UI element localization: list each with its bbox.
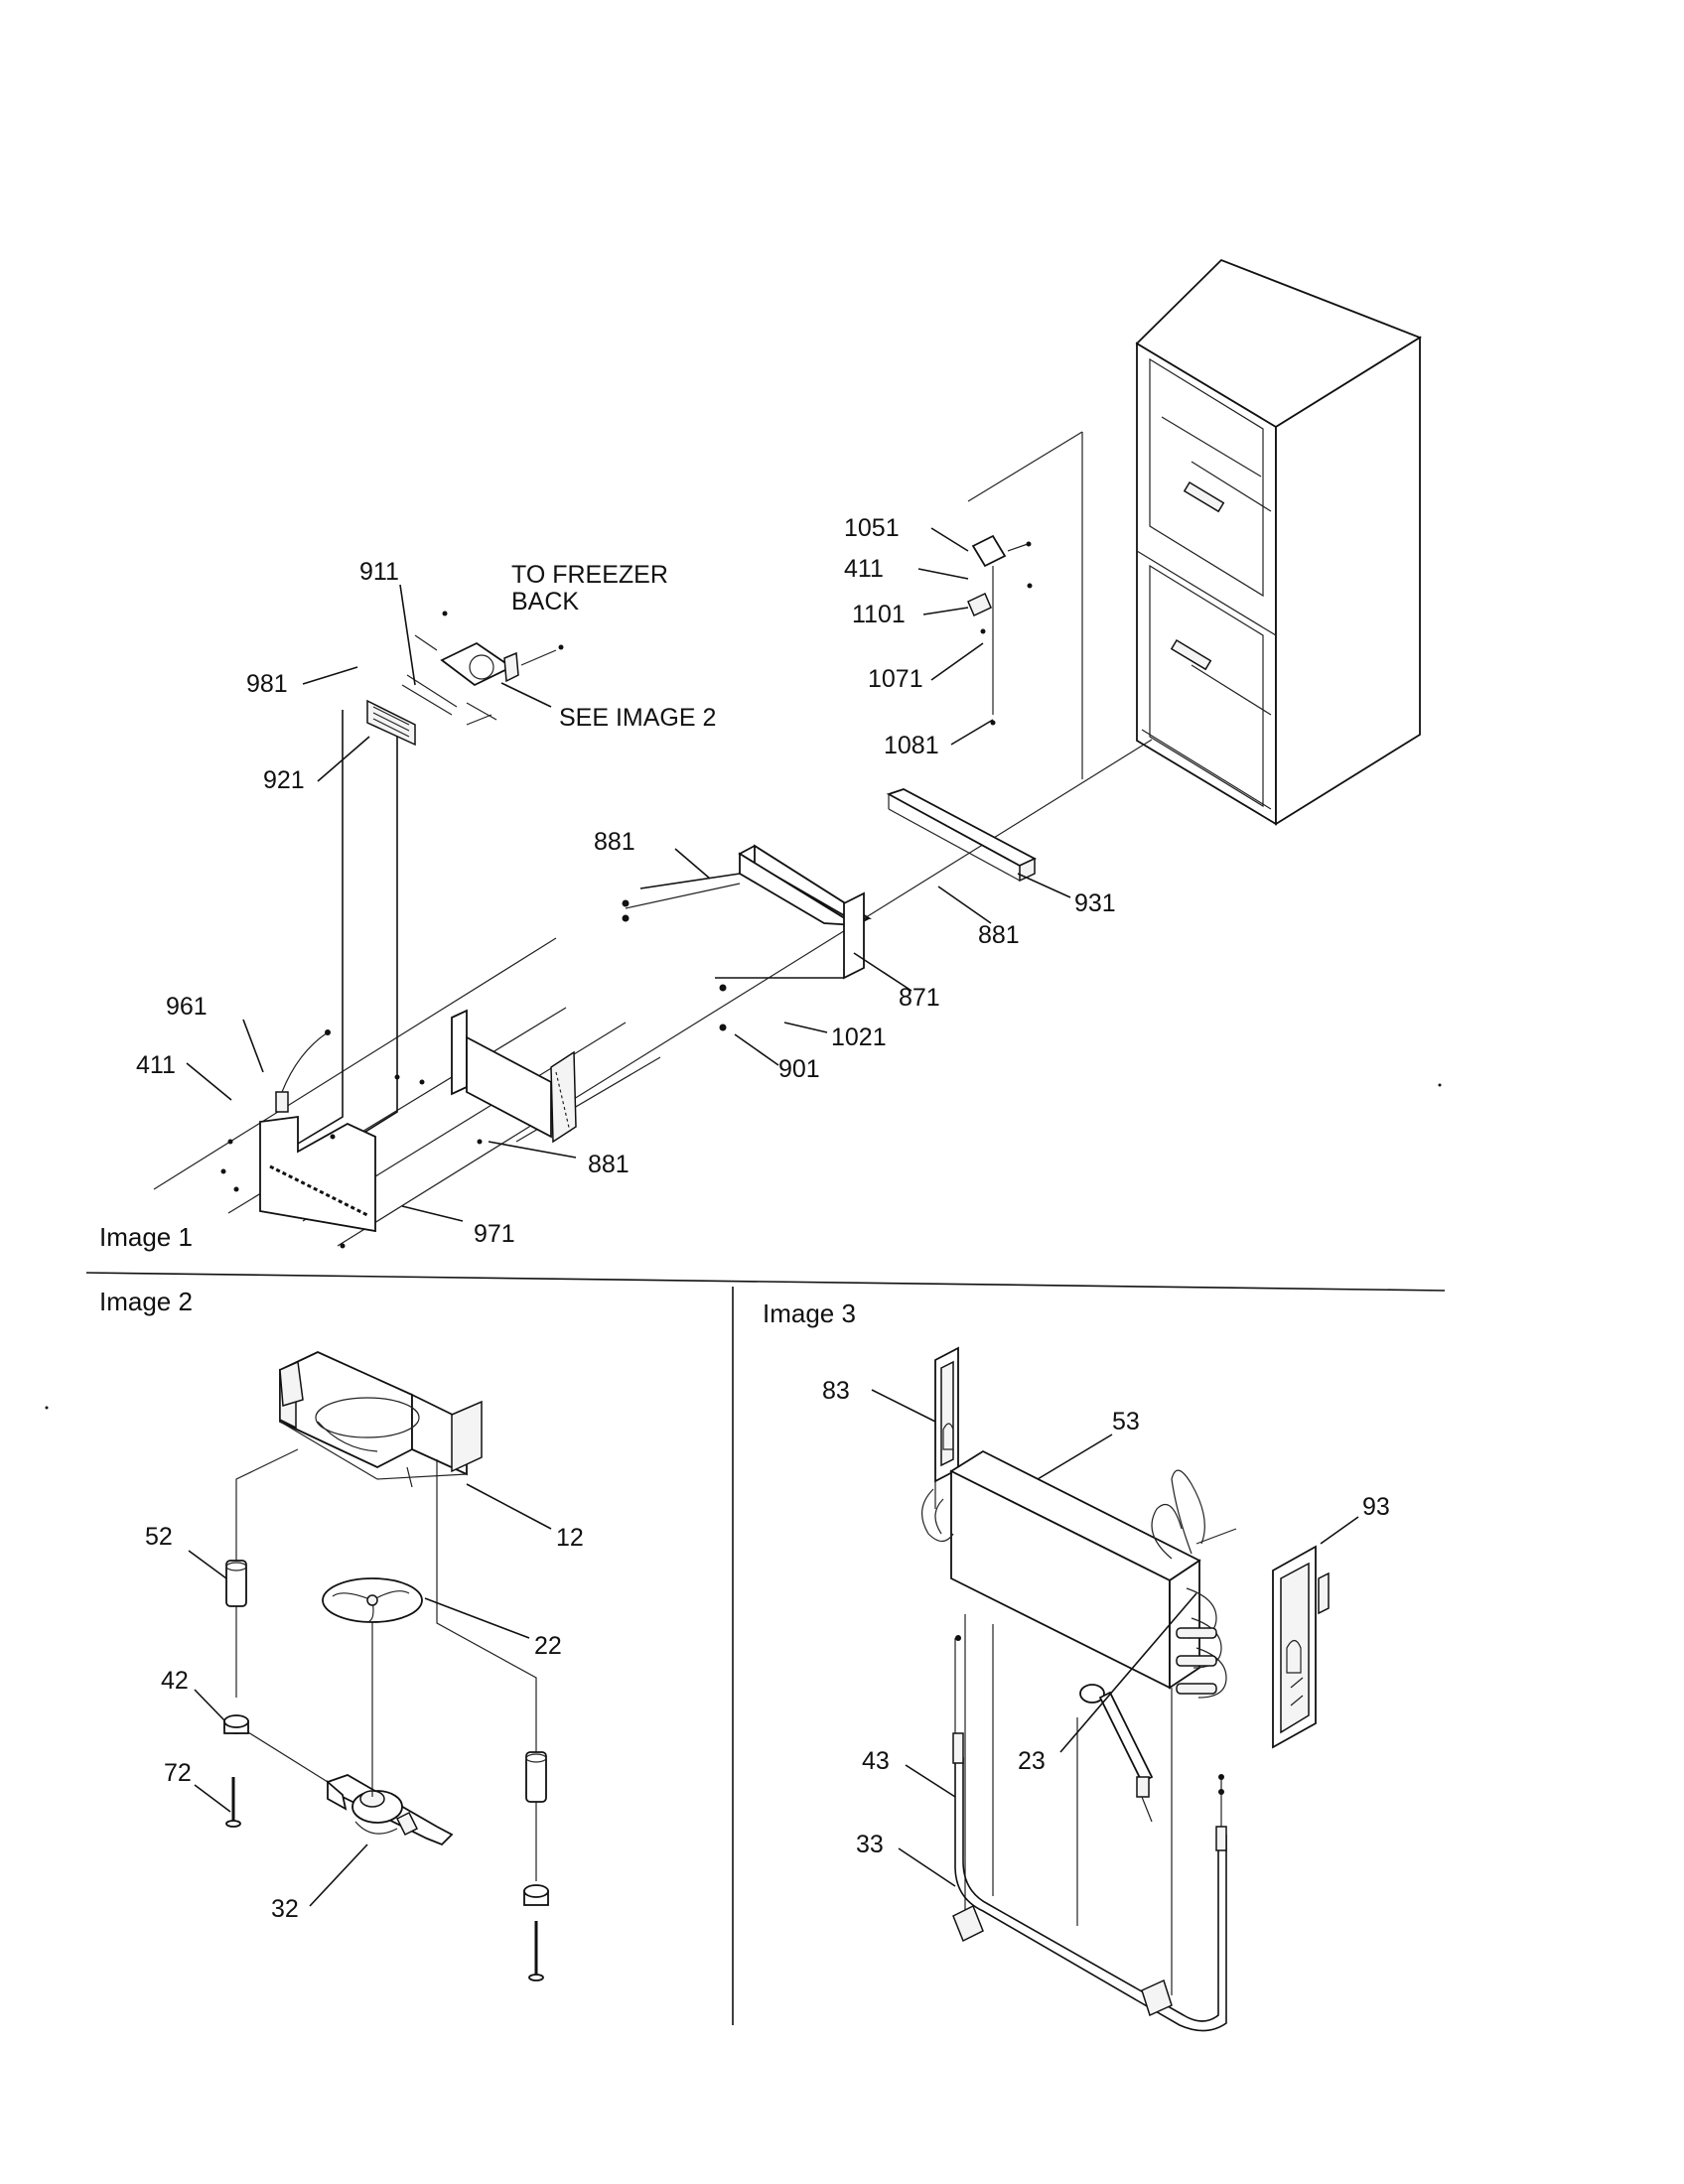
- defrost-heater: [952, 1614, 1227, 2032]
- callout-back: BACK: [511, 588, 579, 615]
- nut-42-left: [223, 1714, 249, 1734]
- image2-title: Image 2: [99, 1287, 193, 1316]
- refrigerator-cabinet: [1135, 258, 1423, 826]
- callout-881-b: 881: [978, 921, 1020, 949]
- thermostat-23: [1079, 1684, 1154, 1823]
- callout-871: 871: [899, 984, 940, 1012]
- screws: [220, 899, 1442, 1249]
- hinge-bracket: [967, 534, 1033, 726]
- air-duct: [297, 710, 398, 1145]
- screw-right: [528, 1921, 544, 1981]
- image3-leaders: [871, 1389, 1359, 1887]
- callout-981: 981: [246, 670, 288, 698]
- callout-12: 12: [556, 1524, 584, 1552]
- callout-921: 921: [263, 766, 305, 794]
- callout-32: 32: [271, 1895, 299, 1923]
- image1-panel: 911 TO FREEZER BACK 981 SEE IMAGE 2 921 …: [99, 258, 1442, 1252]
- callout-411-top: 411: [844, 555, 884, 583]
- evaporator-53: [921, 1449, 1237, 1699]
- image1-labels: 911 TO FREEZER BACK 981 SEE IMAGE 2 921 …: [99, 514, 1116, 1252]
- callout-1071: 1071: [868, 665, 923, 693]
- callout-971: 971: [474, 1220, 515, 1248]
- inner-bracket: [451, 1009, 577, 1144]
- callout-see-image-2: SEE IMAGE 2: [559, 704, 716, 732]
- callout-961: 961: [166, 993, 208, 1021]
- callout-43: 43: [862, 1747, 890, 1775]
- callout-83: 83: [822, 1377, 850, 1405]
- nut-right: [523, 1884, 549, 1906]
- screw-72: [225, 1777, 241, 1828]
- tray-871: [625, 844, 873, 980]
- callout-881-c: 881: [588, 1151, 630, 1178]
- callout-53: 53: [1112, 1408, 1140, 1435]
- fan-shroud: [279, 1351, 483, 1488]
- bracket-93: [1272, 1545, 1330, 1749]
- callout-42: 42: [161, 1667, 189, 1695]
- grille-921: [366, 699, 416, 747]
- grommet-right: [525, 1751, 547, 1803]
- fan-blade-22: [322, 1577, 423, 1623]
- callout-33: 33: [856, 1831, 884, 1858]
- callout-23: 23: [1018, 1747, 1046, 1775]
- callout-to-freezer: TO FREEZER: [511, 561, 668, 589]
- callout-93: 93: [1362, 1493, 1390, 1521]
- grommet-52: [225, 1560, 247, 1607]
- callout-911: 911: [359, 558, 399, 586]
- trim-931: [886, 788, 1038, 883]
- image2-panel: Image 2: [99, 1287, 584, 1981]
- image3-title: Image 3: [763, 1298, 856, 1328]
- callout-22: 22: [534, 1632, 562, 1660]
- image1-title: Image 1: [99, 1222, 193, 1252]
- image3-panel: Image 3: [763, 1298, 1390, 2032]
- callout-411-left: 411: [136, 1051, 176, 1079]
- leader-lines: [186, 527, 1071, 1222]
- callout-1101: 1101: [852, 601, 906, 628]
- image2-leaders: [188, 1483, 552, 1907]
- callout-901: 901: [778, 1055, 820, 1083]
- callout-52: 52: [145, 1523, 173, 1551]
- horizontal-divider: [85, 1272, 1446, 1292]
- callout-1021: 1021: [831, 1024, 887, 1051]
- callout-72: 72: [164, 1759, 192, 1787]
- front-panel: [259, 1029, 376, 1233]
- callout-881-a: 881: [594, 828, 635, 856]
- image2-labels: 12 52 22 42 72 32: [145, 1523, 584, 1923]
- callout-1051: 1051: [844, 514, 900, 542]
- callout-931: 931: [1074, 889, 1116, 917]
- image3-labels: 83 53 93 23 43 33: [822, 1377, 1390, 1858]
- fan-motor-32: [326, 1774, 454, 1846]
- fan-housing-top: [401, 611, 564, 726]
- image2-guide-lines: [235, 1448, 537, 1881]
- callout-1081: 1081: [884, 732, 939, 759]
